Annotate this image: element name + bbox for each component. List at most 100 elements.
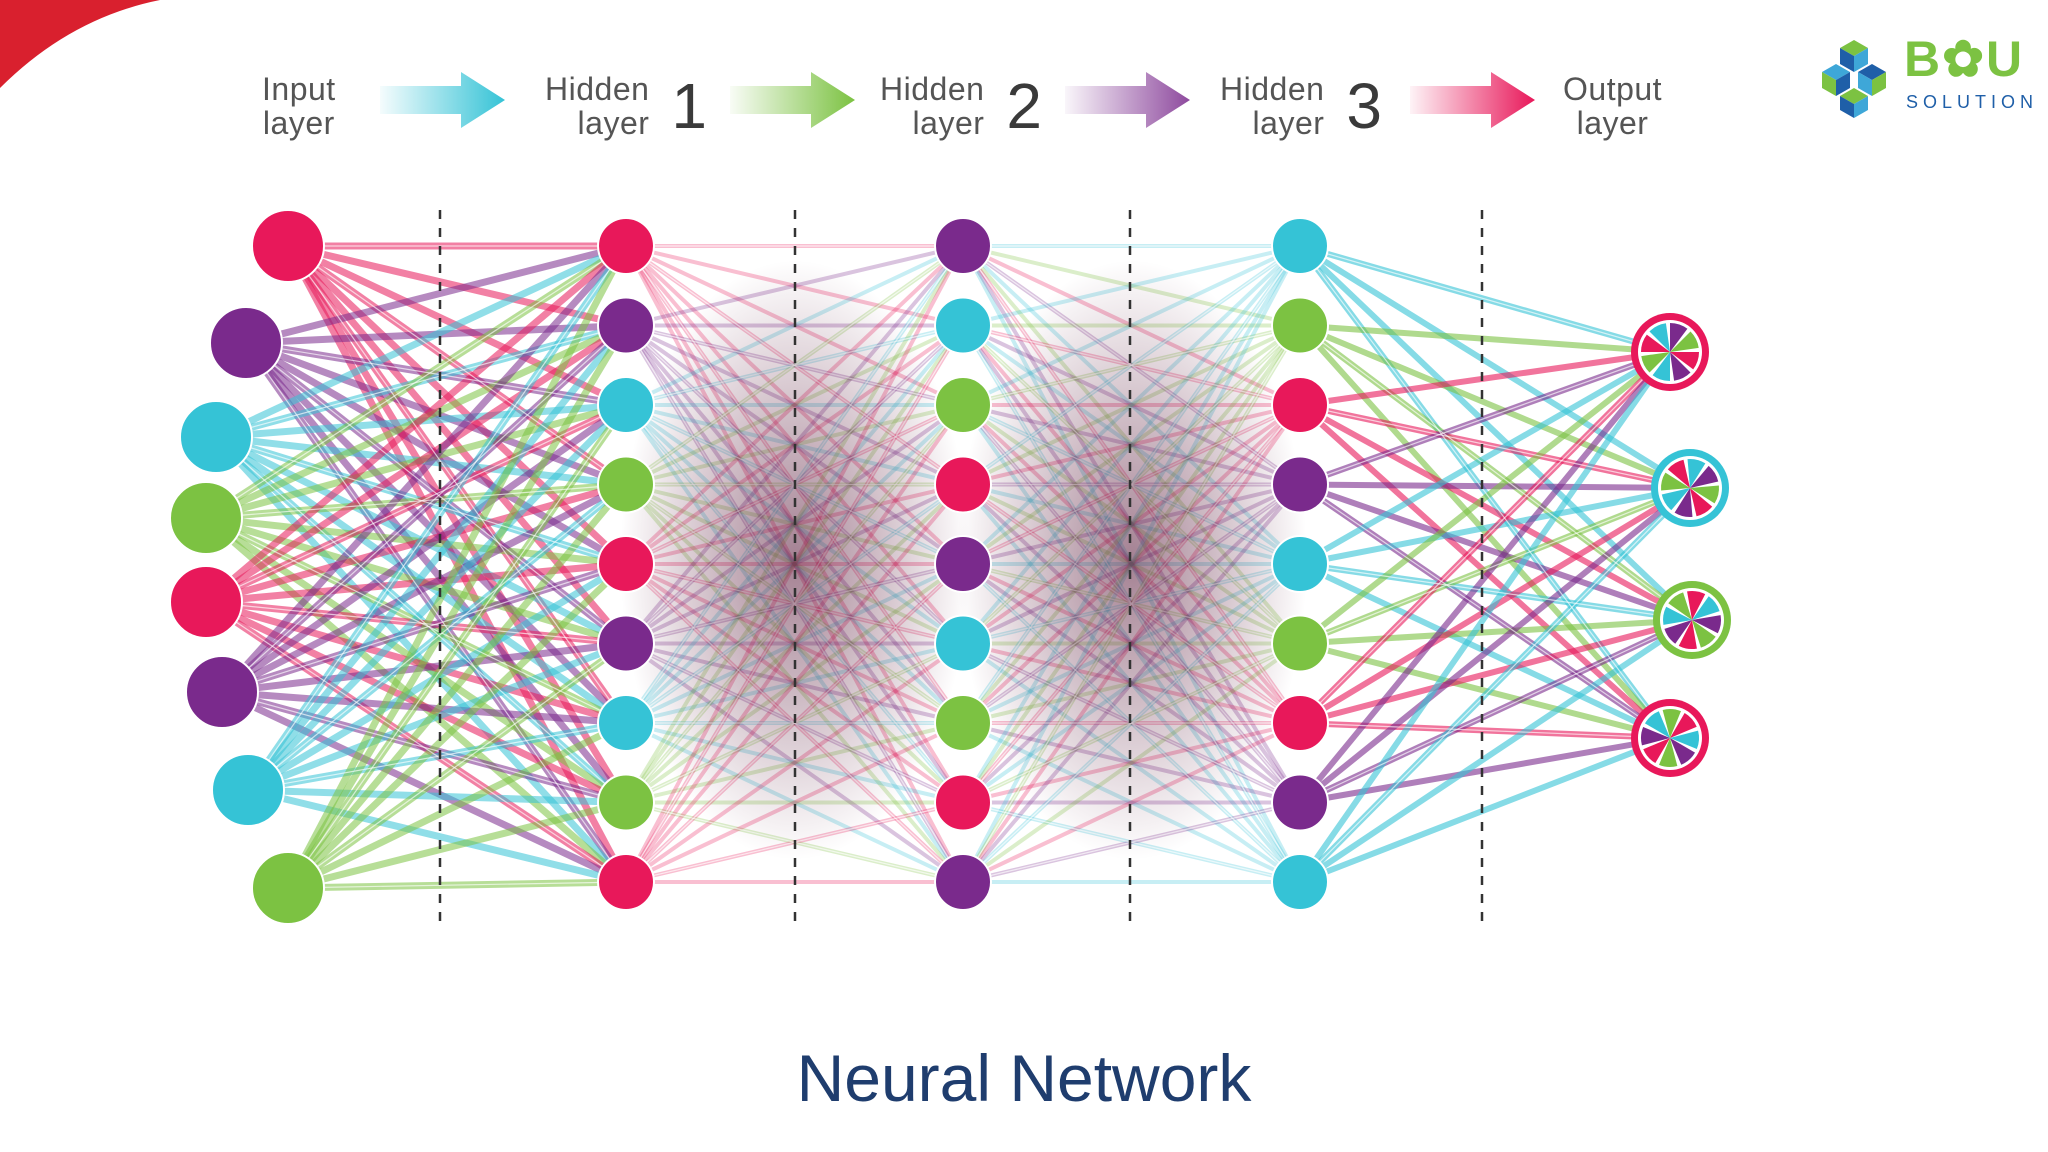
connection-line (1298, 243, 1692, 491)
hidden-node (597, 217, 655, 275)
layer-label-text: Output layer (1563, 71, 1663, 141)
connection-line (1297, 350, 1673, 884)
connection-highlight (1299, 404, 1691, 489)
hidden-node (1271, 773, 1329, 832)
corner-accent (0, 0, 160, 88)
connection-highlight (247, 245, 627, 791)
connection-highlight (287, 245, 627, 485)
hidden-node (934, 694, 992, 752)
hidden-node (597, 853, 655, 911)
label-input-layer: Input layer (262, 66, 336, 146)
connection-line (243, 340, 629, 805)
connection-highlight (205, 601, 627, 645)
connection-line (1298, 485, 1692, 805)
hidden-node (597, 296, 655, 355)
connection-highlight (215, 436, 627, 803)
layer-label-text: Input layer (262, 71, 336, 141)
connection-highlight (205, 404, 627, 603)
flow-arrow (1410, 72, 1535, 128)
density-shade (957, 260, 1307, 860)
logo-wordmark: B✿U (1904, 31, 2024, 87)
connection-line (1299, 735, 1671, 806)
connection-highlight (205, 245, 627, 519)
hidden-node (934, 455, 992, 514)
connection-line (1298, 735, 1672, 885)
output-node (1631, 699, 1709, 777)
logo-tagline: SOLUTION (1906, 92, 2038, 112)
connection-line (246, 640, 628, 794)
hidden-node (934, 296, 992, 355)
connection-line (245, 323, 629, 793)
output-node (1631, 313, 1709, 391)
hidden-node (1271, 853, 1329, 911)
connection-highlight (247, 722, 627, 791)
connection-highlight (1299, 563, 1693, 621)
hidden-node (597, 614, 655, 673)
connection-highlight (245, 342, 627, 644)
connection-line (1299, 349, 1671, 408)
hidden-node (597, 455, 655, 514)
neural-network-diagram (169, 72, 1731, 930)
output-node (1653, 581, 1731, 659)
connection-highlight (221, 691, 627, 804)
connection-line (1298, 322, 1692, 491)
connection-line (1298, 402, 1694, 623)
connection-line (205, 598, 627, 727)
connection-line (247, 786, 627, 806)
neurons (169, 209, 1731, 925)
connection-line (219, 402, 629, 695)
connection-line (285, 243, 629, 646)
logo-cube-icon (1822, 40, 1886, 118)
connection-highlight (1299, 325, 1693, 621)
connection-line (1298, 349, 1672, 646)
connection-line (203, 243, 629, 605)
connection-line (284, 244, 630, 890)
connection-line (247, 786, 627, 886)
connection-line (243, 340, 629, 726)
label-output-layer: Output layer (1563, 66, 1662, 146)
layer-dividers (438, 210, 1484, 930)
input-node (185, 655, 259, 729)
hidden-node (934, 535, 992, 593)
output-node (1651, 449, 1729, 527)
connection-line (219, 243, 629, 695)
hidden-node (597, 535, 655, 593)
flow-arrow (1065, 72, 1190, 128)
connection-line (1298, 349, 1672, 567)
connection-line (287, 799, 627, 892)
connection-highlight (1299, 351, 1671, 724)
connection-line (245, 242, 627, 347)
connection-highlight (205, 601, 627, 883)
hidden-node (1271, 614, 1329, 673)
hidden-node (1271, 455, 1329, 514)
connection-highlight (221, 563, 627, 693)
connection-line (1299, 617, 1693, 647)
hidden-node (1271, 694, 1329, 752)
connection-line (1298, 617, 1694, 885)
hidden-node (934, 773, 992, 832)
layer-label-text: Hidden layer (880, 71, 985, 141)
connection-line (1297, 243, 1695, 623)
connection-highlight (205, 517, 627, 724)
flow-arrows (380, 72, 1535, 128)
connection-highlight (245, 342, 627, 406)
connection-line (1299, 322, 1671, 355)
hidden-node (1271, 217, 1329, 275)
connection-line (1297, 350, 1673, 805)
layer-label-text: Hidden layer (1220, 71, 1325, 141)
connection-line (1299, 617, 1693, 726)
input-node (251, 851, 325, 925)
input-node (169, 565, 243, 639)
connection-line (214, 242, 628, 441)
hidden-node (597, 773, 655, 832)
input-node (169, 481, 243, 555)
hidden-node (934, 614, 992, 673)
connection-line (285, 482, 629, 891)
label-hidden-layer-2: Hidden layer 2 (880, 66, 1042, 146)
label-hidden-layer-1: Hidden layer 1 (545, 66, 707, 146)
connection-line (286, 719, 628, 892)
connection-highlight (287, 643, 627, 889)
slide-title: Neural Network (796, 1041, 1252, 1115)
hidden-node (934, 853, 992, 911)
connection-line (284, 323, 630, 890)
